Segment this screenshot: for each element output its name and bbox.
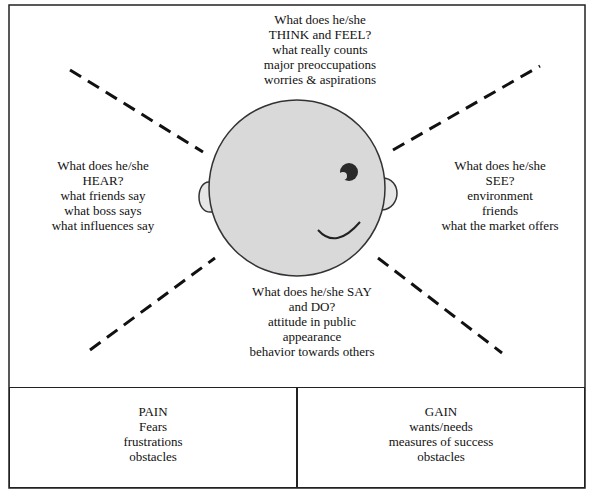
quadrant-item: what friends say (3, 188, 203, 203)
quadrant-item: major preoccupations (220, 57, 420, 72)
quadrant-heading: What does he/she SAY and DO? (252, 284, 372, 314)
quadrant-heading: What does he/she THINK and FEEL? (260, 12, 380, 42)
face-illustration (199, 100, 397, 276)
quadrant-item: worries & aspirations (220, 72, 420, 87)
quadrant-item: what boss says (3, 203, 203, 218)
quadrant-text: What does he/she THINK and FEEL?what rea… (220, 12, 420, 87)
box-item: measures of success (298, 434, 584, 449)
quadrant-item: environment (400, 188, 589, 203)
quadrant-item: attitude in public appearance (252, 314, 372, 344)
box-item: obstacles (10, 449, 296, 464)
quadrant-item: behavior towards others (212, 344, 412, 359)
quadrant-heading: What does he/she SEE? (440, 158, 560, 188)
quadrant-item: what really counts (220, 42, 420, 57)
box-heading: GAIN (298, 404, 584, 419)
quadrant-text: What does he/she SAY and DO?attitude in … (212, 284, 412, 359)
box-item: frustrations (10, 434, 296, 449)
box-item: wants/needs (298, 419, 584, 434)
empathy-box: GAINwants/needsmeasures of successobstac… (297, 387, 585, 488)
quadrant-item: what influences say (3, 218, 203, 233)
quadrant-text: What does he/she SEE?environmentfriendsw… (400, 158, 589, 233)
box-item: Fears (10, 419, 296, 434)
outer-frame (9, 5, 585, 488)
quadrant-item: what the market offers (400, 218, 589, 233)
empathy-box: PAINFearsfrustrationsobstacles (9, 387, 297, 488)
quadrant-text: What does he/she HEAR?what friends saywh… (3, 158, 203, 233)
quadrant-item: friends (400, 203, 589, 218)
quadrant-heading: What does he/she HEAR? (43, 158, 163, 188)
box-heading: PAIN (10, 404, 296, 419)
box-item: obstacles (298, 449, 584, 464)
